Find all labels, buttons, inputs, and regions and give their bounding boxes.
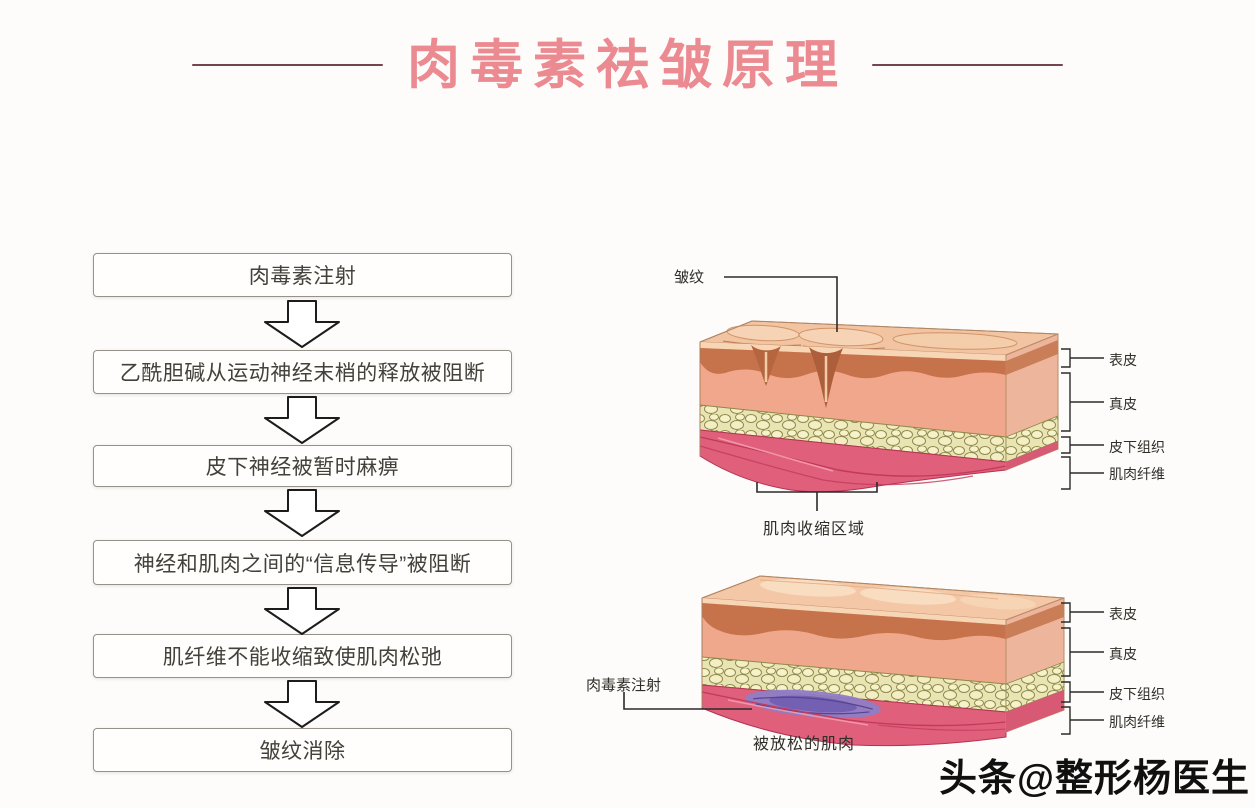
layer-label-epidermis-top: 表皮	[1109, 352, 1137, 368]
caption-relaxed-muscle: 被放松的肌肉	[753, 736, 856, 753]
flow-step-4: 神经和肌肉之间的“信息传导”被阻断	[93, 540, 512, 585]
layer-label-fat-top: 皮下组织	[1109, 439, 1165, 455]
down-arrow-icon	[264, 396, 340, 444]
callout-label-injection: 肉毒素注射	[586, 677, 662, 694]
layer-label-dermis-top: 真皮	[1109, 396, 1137, 412]
flow-step-3: 皮下神经被暂时麻痹	[93, 445, 512, 487]
relaxed-muscle-highlight	[745, 689, 881, 719]
callout-label-wrinkle: 皱纹	[674, 269, 705, 286]
flow-step-5: 肌纤维不能收缩致使肌肉松弛	[93, 634, 512, 678]
flow-step-6: 皱纹消除	[93, 728, 512, 772]
flow-step-2: 乙酰胆碱从运动神经末梢的释放被阻断	[93, 350, 512, 394]
down-arrow-icon	[264, 680, 340, 728]
title-rule-left	[192, 64, 383, 66]
down-arrow-icon	[264, 489, 340, 537]
layer-label-fat-bottom: 皮下组织	[1109, 686, 1165, 702]
title-bar: 肉毒素祛皱原理	[0, 30, 1255, 100]
caption-muscle-contraction: 肌肉收缩区域	[763, 521, 866, 538]
down-arrow-icon	[264, 587, 340, 635]
layer-label-epidermis-bottom: 表皮	[1109, 606, 1137, 622]
title-rule-right	[872, 64, 1063, 66]
flow-step-1: 肉毒素注射	[93, 253, 512, 297]
layer-label-dermis-bottom: 真皮	[1109, 646, 1137, 662]
layer-label-muscle-top: 肌肉纤维	[1109, 466, 1165, 482]
skin-cross-section-wrinkled	[699, 320, 1059, 493]
page-title: 肉毒素祛皱原理	[407, 35, 848, 95]
layer-label-muscle-bottom: 肌肉纤维	[1109, 714, 1165, 730]
skin-cross-section-relaxed	[701, 575, 1065, 747]
down-arrow-icon	[264, 300, 340, 348]
watermark: 头条@整形杨医生	[938, 758, 1250, 800]
